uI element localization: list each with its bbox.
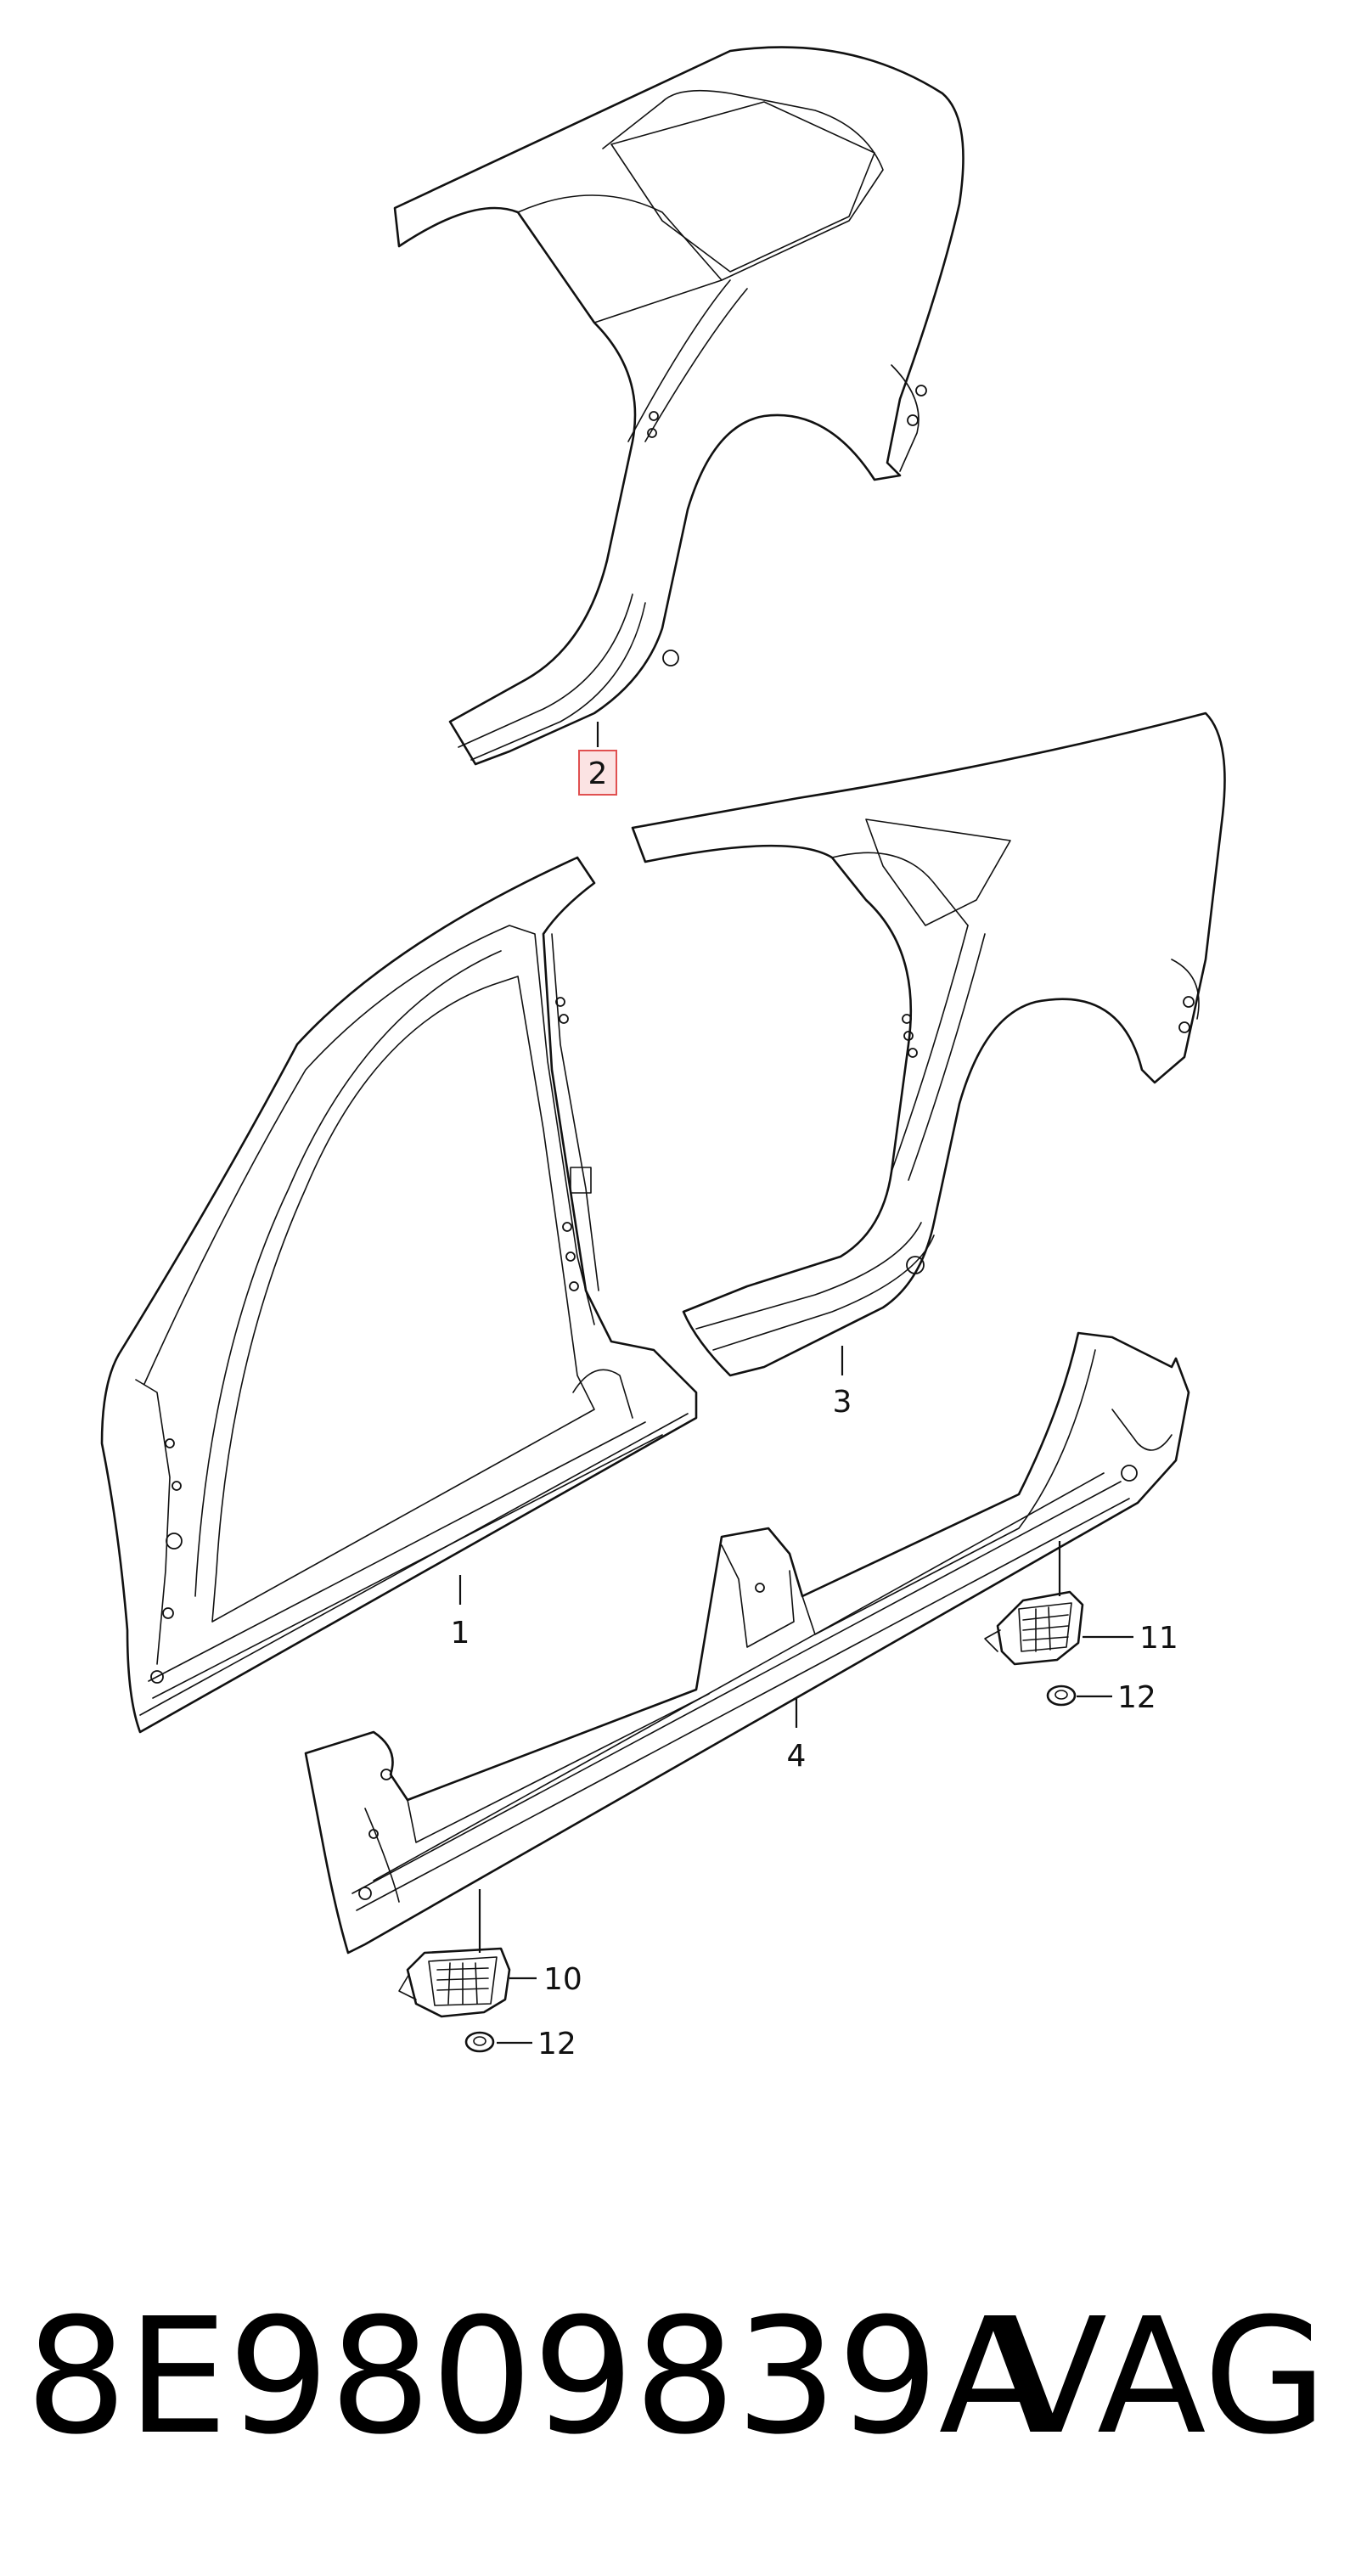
- part-1-side-panel-frame: [100, 856, 698, 1734]
- callout-3[interactable]: 3: [833, 1385, 852, 1420]
- callout-12-upper[interactable]: 12: [1117, 1680, 1156, 1715]
- callout-2-highlight: [578, 750, 617, 796]
- leader-lines: [458, 722, 1133, 2044]
- callout-1[interactable]: 1: [451, 1616, 470, 1651]
- part-10-jack-support: [398, 1947, 511, 2018]
- part-2-rear-quarter-panel: [393, 46, 965, 766]
- part-number: 8E9809839A: [25, 2284, 1049, 2470]
- callout-12-lower[interactable]: 12: [537, 2027, 576, 2061]
- part-12-nut-lower: [464, 2031, 495, 2053]
- part-3-rear-quarter-panel: [631, 711, 1226, 1377]
- callout-4[interactable]: 4: [787, 1739, 807, 1774]
- callout-2[interactable]: 2: [588, 756, 608, 791]
- part-12-nut-upper: [1046, 1685, 1077, 1707]
- part-4-sill-panel: [304, 1331, 1190, 1954]
- callout-11[interactable]: 11: [1139, 1621, 1178, 1656]
- part-11-jack-support: [984, 1590, 1084, 1666]
- brand-name: VAG: [998, 2284, 1327, 2470]
- callout-10[interactable]: 10: [543, 1962, 582, 1997]
